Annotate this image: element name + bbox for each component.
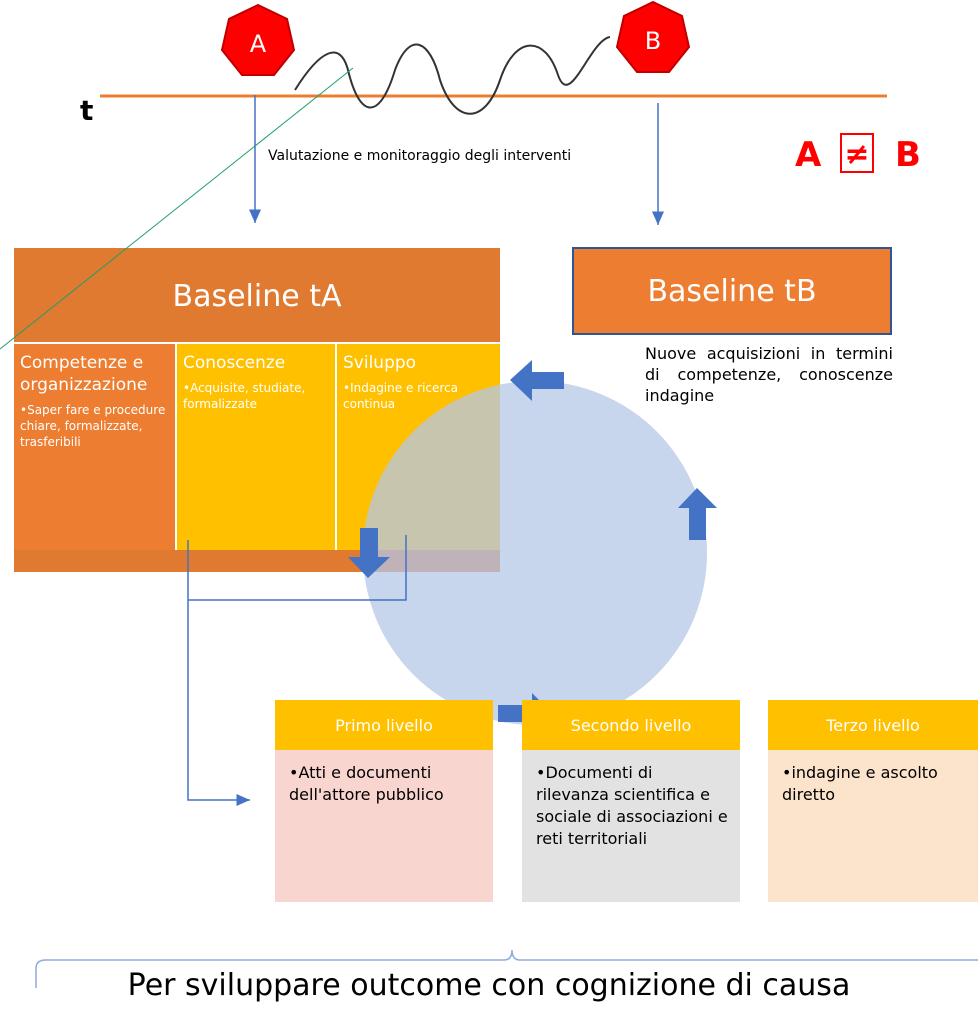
connector-sviluppo-bracket bbox=[188, 535, 407, 601]
baseline-a-col-conoscenze bbox=[177, 344, 335, 550]
point-b-heptagon bbox=[615, 0, 691, 73]
col-competenze-text: Competenze e organizzazione •Saper fare … bbox=[14, 344, 175, 550]
level-secondo-body bbox=[522, 750, 740, 902]
timeline-caption: Valutazione e monitoraggio degli interve… bbox=[268, 148, 571, 164]
level-primo-text: •Atti e documenti dell'attore pubblico bbox=[289, 763, 444, 804]
level-secondo-title: Secondo livello bbox=[570, 715, 692, 735]
level-primo-header bbox=[275, 700, 493, 750]
col-sviluppo-text: Sviluppo •Indagine e ricerca continua bbox=[337, 344, 500, 550]
relation-box bbox=[840, 133, 874, 173]
baseline-a-title: Baseline tA bbox=[172, 279, 341, 314]
col-conoscenze-heading: Conoscenze bbox=[183, 353, 286, 373]
baseline-b-description: Nuove acquisizioni in termini di compete… bbox=[645, 344, 893, 405]
wave-line bbox=[294, 36, 611, 115]
level-primo-body bbox=[275, 750, 493, 902]
col-conoscenze-text: Conoscenze •Acquisite, studiate, formali… bbox=[177, 344, 335, 550]
col-conoscenze-bullet: •Acquisite, studiate, formalizzate bbox=[183, 381, 306, 411]
level-secondo-header bbox=[522, 700, 740, 750]
relation-symbol: ≠ bbox=[844, 137, 869, 172]
baseline-b-title: Baseline tB bbox=[647, 274, 816, 309]
baseline-a-header bbox=[14, 248, 500, 342]
col-sviluppo-bullet: •Indagine e ricerca continua bbox=[343, 381, 459, 411]
timeline-axis-label: t bbox=[80, 94, 93, 127]
point-b-label: B bbox=[645, 27, 661, 55]
relation-left: A bbox=[795, 135, 822, 175]
cycle-arrow-up bbox=[678, 488, 717, 540]
level-terzo-header bbox=[768, 700, 978, 750]
col-competenze-heading: Competenze e organizzazione bbox=[20, 353, 148, 395]
level-terzo-text: •indagine e ascolto diretto bbox=[782, 763, 938, 804]
baseline-b-box bbox=[572, 247, 892, 335]
point-a-heptagon bbox=[220, 3, 296, 76]
connector-to-primo bbox=[187, 540, 250, 806]
level-terzo-title: Terzo livello bbox=[826, 715, 920, 735]
col-sviluppo-heading: Sviluppo bbox=[343, 353, 417, 373]
cycle-arrow-down bbox=[348, 528, 390, 578]
col-competenze-bullet: •Saper fare e procedure chiare, formaliz… bbox=[20, 403, 166, 449]
cycle-circle bbox=[363, 381, 707, 725]
baseline-a-col-competenze bbox=[14, 344, 175, 550]
level-secondo-text: •Documenti di rilevanza scientifica e so… bbox=[536, 763, 728, 848]
level-terzo-body bbox=[768, 750, 978, 902]
green-diagonal-line bbox=[0, 67, 354, 350]
footer-caption: Per sviluppare outcome con cognizione di… bbox=[127, 968, 851, 1003]
level-primo-title: Primo livello bbox=[335, 715, 433, 735]
relation-right: B bbox=[895, 135, 921, 175]
point-a-label: A bbox=[250, 30, 267, 58]
cycle-arrow-left bbox=[510, 360, 564, 401]
footer-brace bbox=[35, 949, 978, 988]
